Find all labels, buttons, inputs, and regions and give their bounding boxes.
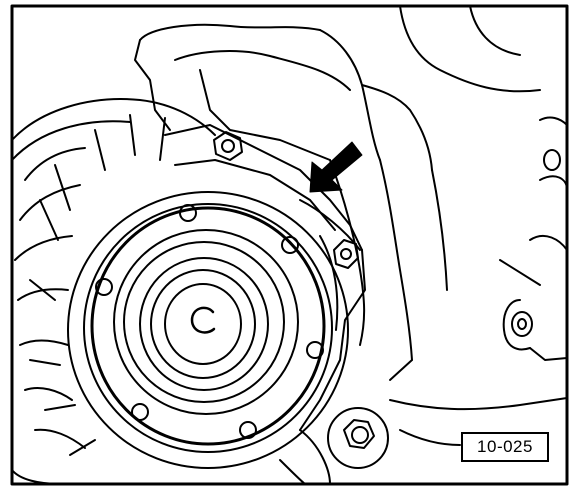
bolt-hole: [281, 236, 299, 254]
cooling-fan: [11, 98, 216, 485]
hex-bolt-lower: [327, 407, 389, 469]
gasket-edge: [319, 235, 339, 331]
figure-code-label: 10-025: [461, 432, 549, 462]
bolt-hole: [306, 341, 324, 359]
arrow-down-left-icon: [309, 141, 363, 193]
bolt-hole: [239, 421, 257, 439]
bolt-hole: [131, 403, 149, 421]
flange-bolt-holes: [95, 204, 324, 439]
hex-bolt-right: [333, 239, 359, 269]
pump-flange: [67, 191, 349, 469]
hex-bolt-upper: [213, 131, 243, 161]
lower-housing-contours: [279, 359, 568, 485]
mounting-bracket: [164, 124, 366, 431]
pump-pulley: [113, 229, 299, 415]
image-border: [10, 4, 569, 486]
bolt-hole: [179, 204, 197, 222]
engine-block-contours: [134, 5, 541, 361]
right-mount: [499, 116, 568, 361]
bolt-hole: [95, 278, 113, 296]
